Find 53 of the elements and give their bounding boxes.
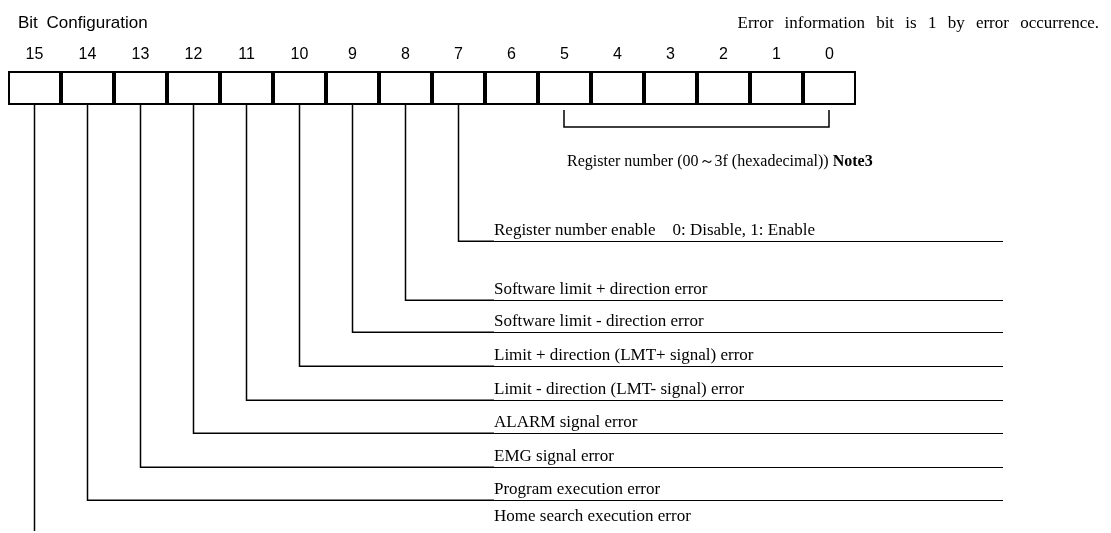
bit-number: 9 bbox=[347, 45, 358, 63]
bit-description: Home search execution error bbox=[494, 505, 691, 527]
bit-description: Limit + direction (LMT+ signal) error bbox=[494, 345, 1003, 367]
bit-number: 7 bbox=[453, 45, 464, 63]
bit-number: 0 bbox=[824, 45, 835, 63]
bit-description: Limit - direction (LMT- signal) error bbox=[494, 379, 1003, 401]
bit-description: Software limit - direction error bbox=[494, 311, 1003, 333]
bit-description: Register number enable 0: Disable, 1: Enable bbox=[494, 220, 1003, 242]
title: Bit Configuration bbox=[18, 13, 148, 33]
bit-number: 14 bbox=[77, 45, 98, 63]
bit-cell bbox=[379, 71, 432, 105]
bit-cell bbox=[485, 71, 538, 105]
leader-line bbox=[139, 104, 495, 468]
bit-cell bbox=[697, 71, 750, 105]
bit-number: 15 bbox=[24, 45, 45, 63]
bit-description: EMG signal error bbox=[494, 446, 1003, 468]
bit-cell bbox=[538, 71, 591, 105]
bit-cell bbox=[8, 71, 61, 105]
leader-line bbox=[351, 104, 495, 333]
bit-number: 4 bbox=[612, 45, 623, 63]
bit-cell bbox=[273, 71, 326, 105]
bit-number: 13 bbox=[130, 45, 151, 63]
bit-cell bbox=[591, 71, 644, 105]
leader-line bbox=[404, 104, 495, 301]
note: Error information bit is 1 by error occurrence. bbox=[737, 13, 1099, 33]
bit-cell bbox=[803, 71, 856, 105]
leader-line bbox=[33, 104, 36, 532]
leader-line bbox=[457, 104, 495, 242]
register-number-description: Register number (00～3f (hexadecimal)) Note3 bbox=[567, 151, 873, 172]
bit-cell bbox=[432, 71, 485, 105]
bit-number: 3 bbox=[665, 45, 676, 63]
leader-line bbox=[298, 104, 495, 367]
bit-cell bbox=[61, 71, 114, 105]
bit-cell bbox=[114, 71, 167, 105]
leader-line bbox=[192, 104, 495, 434]
bit-number: 11 bbox=[237, 45, 256, 63]
bit-number: 6 bbox=[506, 45, 517, 63]
bit-number: 10 bbox=[289, 45, 310, 63]
bit-number: 1 bbox=[771, 45, 782, 63]
bit-number: 5 bbox=[559, 45, 570, 63]
bit-cell bbox=[220, 71, 273, 105]
bit-cell bbox=[326, 71, 379, 105]
bit-cell bbox=[750, 71, 803, 105]
bit-number: 8 bbox=[400, 45, 411, 63]
bit-description: Program execution error bbox=[494, 479, 1003, 501]
leader-line bbox=[86, 104, 495, 501]
bit-description: Software limit + direction error bbox=[494, 279, 1003, 301]
bit-cell bbox=[167, 71, 220, 105]
bit-number: 2 bbox=[718, 45, 729, 63]
bit-number: 12 bbox=[183, 45, 204, 63]
bit-description: ALARM signal error bbox=[494, 412, 1003, 434]
leader-line bbox=[245, 104, 495, 401]
bit-cell bbox=[644, 71, 697, 105]
